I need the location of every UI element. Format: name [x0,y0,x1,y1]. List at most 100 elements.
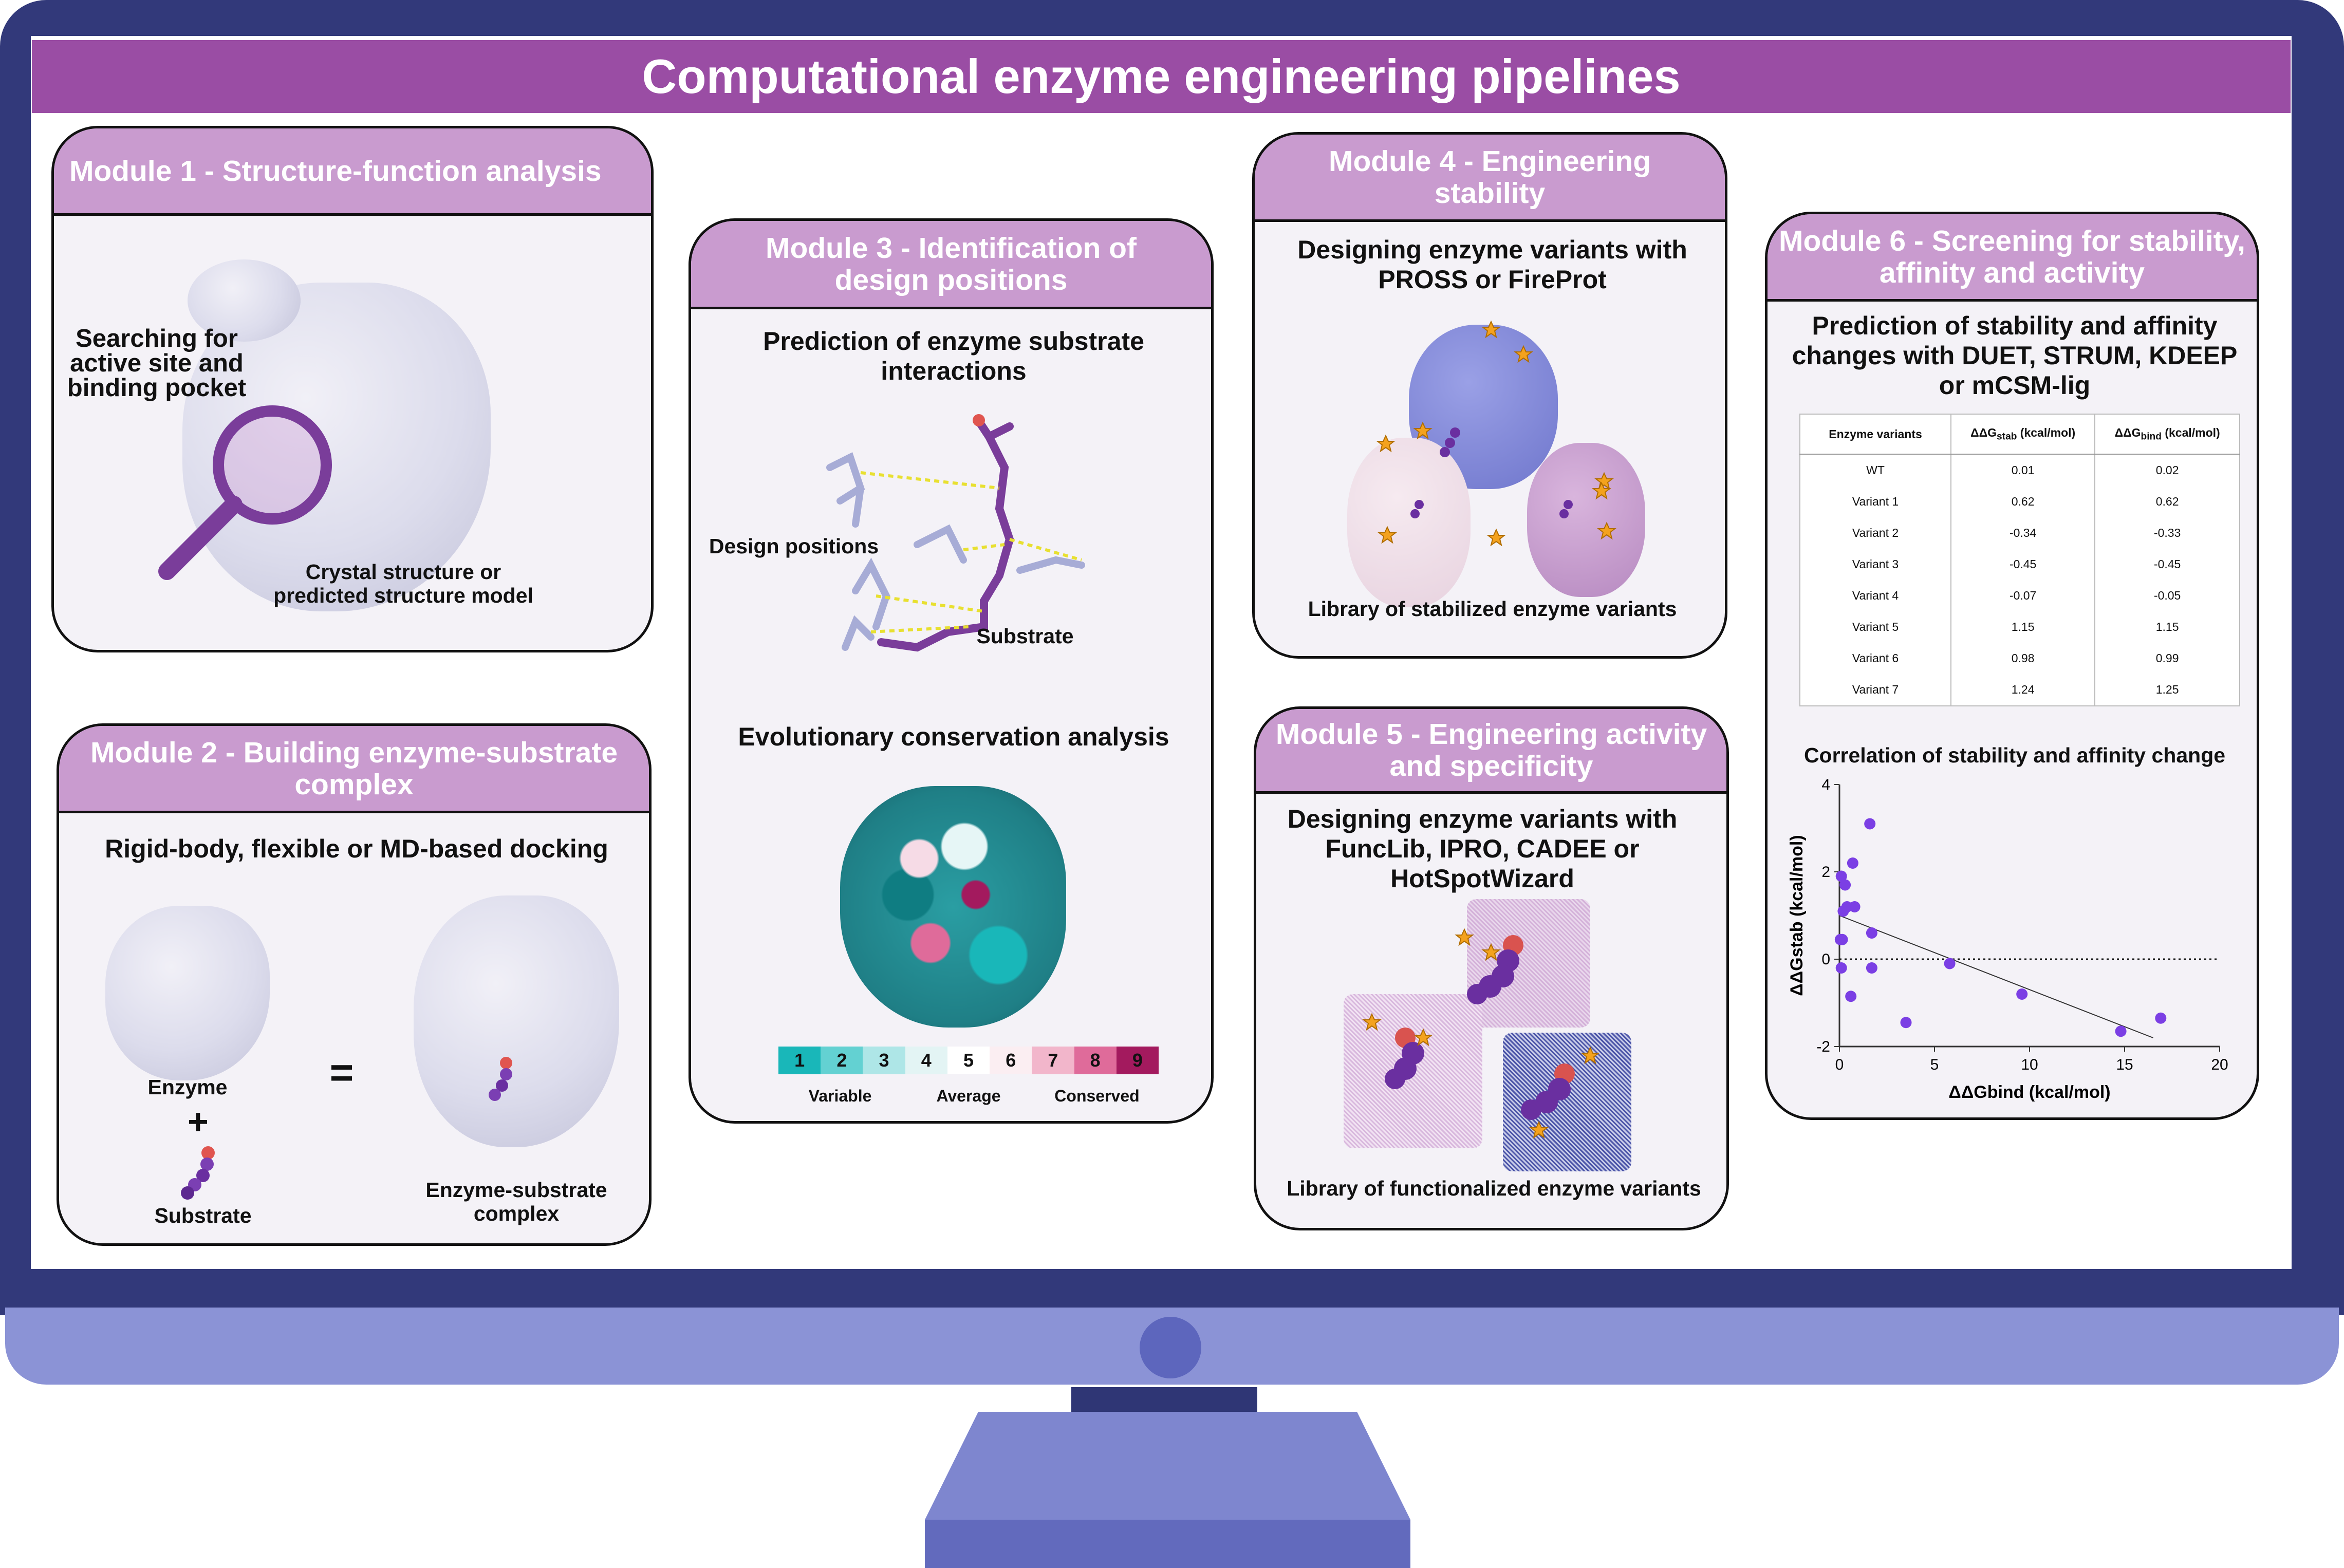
enzyme-substrate-complex-image [414,895,619,1147]
table-header-stab: ΔΔGstab (kcal/mol) [1950,414,2095,455]
data-point [2016,988,2028,1000]
data-point [1847,857,1858,869]
scale-cell: 6 [990,1047,1032,1074]
bound-substrate-icon [489,1057,512,1101]
data-point [2115,1025,2127,1037]
data-point [1866,927,1877,939]
y-tick-label: 0 [1821,951,1830,968]
scale-cell: 9 [1116,1047,1159,1074]
scale-cell: 2 [821,1047,863,1074]
module-6-subtitle: Prediction of stability and affinity cha… [1792,311,2238,400]
x-tick-label: 5 [1930,1056,1939,1073]
scale-label-variable: Variable [808,1087,872,1105]
table-header-variants: Enzyme variants [1800,414,1951,455]
scale-cell: 5 [947,1047,990,1074]
plus-sign: + [188,1102,209,1142]
scale-cell: 8 [1074,1047,1117,1074]
y-tick-label: 4 [1821,776,1830,793]
trend-line [1839,915,2153,1038]
module-5-caption: Library of functionalized enzyme variant… [1287,1177,1701,1200]
enzyme-arm-image [188,259,301,342]
conservation-structure-image [840,786,1066,1028]
data-point [1835,870,1847,882]
scale-cell: 1 [778,1047,821,1074]
table-row: Variant 2-0.34-0.33 [1800,517,2240,549]
search-label: Searching for active site and binding po… [67,325,247,402]
substrate-label: Substrate [154,1204,252,1227]
stabilized-variant-image-pink [1347,438,1471,607]
module-4-title: Module 4 - Engineering stability [1255,135,1725,222]
scale-label-conserved: Conserved [1054,1087,1140,1105]
scale-cell: 7 [1032,1047,1074,1074]
data-point [1864,818,1876,830]
data-point [1835,962,1847,974]
magnifier-icon [158,405,332,580]
y-tick-label: 2 [1821,864,1830,881]
functionalized-variant-image-3 [1503,1033,1631,1171]
module-1-title: Module 1 - Structure-function analysis [54,128,651,216]
module-4-panel: Module 4 - Engineering stability Designi… [1252,132,1727,659]
mutation-star-icons [1376,320,1616,547]
enzyme-image [105,906,270,1080]
scale-cell: 3 [863,1047,905,1074]
data-point [1944,958,1956,969]
module-4-subtitle: Designing enzyme variants with PROSS or … [1297,235,1687,294]
monitor-base [925,1520,1410,1568]
data-point [1900,1017,1912,1029]
structure-label: Crystal structure or predicted structure… [273,560,533,607]
table-header-bind: ΔΔGbind (kcal/mol) [2094,414,2240,455]
ddg-table: Enzyme variants ΔΔGstab (kcal/mol) ΔΔGbi… [1799,414,2240,706]
conservation-subtitle: Evolutionary conservation analysis [738,722,1169,751]
stabilized-variant-image-purple [1527,443,1645,597]
module-2-subtitle: Rigid-body, flexible or MD-based docking [105,834,608,863]
complex-label: Enzyme-substrate complex [425,1178,607,1225]
data-point [1849,901,1861,912]
data-point [1839,879,1851,891]
module-1-panel: Module 1 - Structure-function analysis S… [51,126,654,652]
module-5-subtitle: Designing enzyme variants with FuncLib, … [1287,805,1678,893]
scale-cell: 4 [905,1047,947,1074]
x-tick-label: 20 [2211,1056,2228,1073]
data-point [1845,991,1857,1002]
equals-sign: = [329,1050,354,1095]
table-row: Variant 3-0.45-0.45 [1800,549,2240,580]
page-title: Computational enzyme engineering pipelin… [32,40,2291,113]
chart-title: Correlation of stability and affinity ch… [1803,743,2226,767]
functionalized-variant-image-1 [1467,899,1590,1028]
monitor-stand [925,1412,1410,1520]
substrate-interaction-diagram [826,414,1085,652]
module-4-caption: Library of stabilized enzyme variants [1308,597,1677,621]
x-tick-label: 0 [1835,1056,1844,1073]
data-point [1836,934,1848,945]
data-point [1866,962,1877,974]
design-positions-label: Design positions [709,534,879,558]
x-axis-label: ΔΔGbind (kcal/mol) [1948,1082,2110,1102]
x-tick-label: 10 [2021,1056,2038,1073]
ligand-spheres-icon [1362,928,1600,1139]
scale-label-average: Average [936,1087,1001,1105]
conservation-scale: 1 2 3 4 5 6 7 8 9 [778,1047,1159,1074]
table-row: Variant 4-0.07-0.05 [1800,580,2240,611]
power-button-icon [1140,1317,1201,1378]
y-axis-label: ΔΔGstab (kcal/mol) [1787,835,1807,996]
substrate-label: Substrate [976,624,1074,648]
enzyme-label: Enzyme [147,1075,228,1099]
x-tick-label: 15 [2116,1056,2133,1073]
y-tick-label: -2 [1816,1038,1830,1055]
module-6-title: Module 6 - Screening for stability,affin… [1768,214,2257,302]
substrate-molecule-icon [181,1146,215,1200]
data-point [2155,1012,2167,1024]
module-6-panel: Module 6 - Screening for stability,affin… [1765,212,2259,1120]
